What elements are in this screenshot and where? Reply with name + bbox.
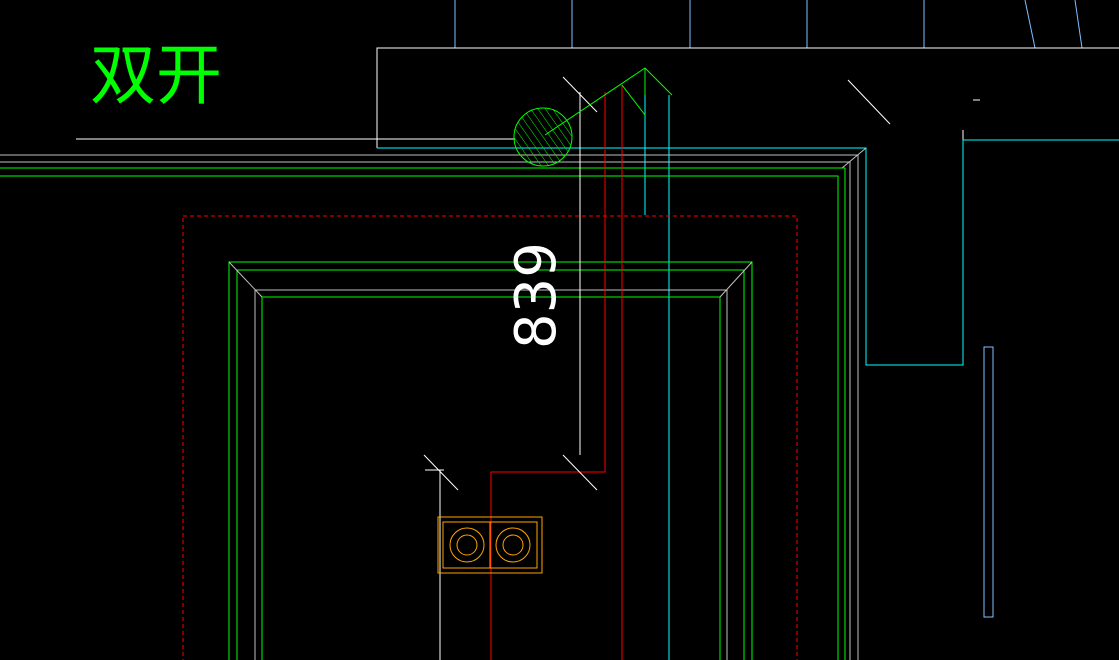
dimension-text: 839 (504, 242, 569, 349)
double-open-label: 双开 (90, 37, 222, 114)
green-hatched-circle-icon[interactable] (513, 107, 573, 167)
white-leader-lines (423, 76, 891, 660)
red-conduit-lines (490, 85, 623, 660)
right-side-panel (983, 346, 994, 618)
green-leader-lines (544, 67, 673, 136)
inner-door-frame (228, 261, 753, 660)
red-dashed-boundary (182, 215, 798, 660)
outer-frame-green (0, 167, 846, 660)
top-grid-lines (454, 0, 1119, 49)
orange-double-socket-icon[interactable] (437, 516, 543, 574)
outer-frame-lines (0, 147, 867, 660)
cyan-lines (377, 95, 1119, 660)
